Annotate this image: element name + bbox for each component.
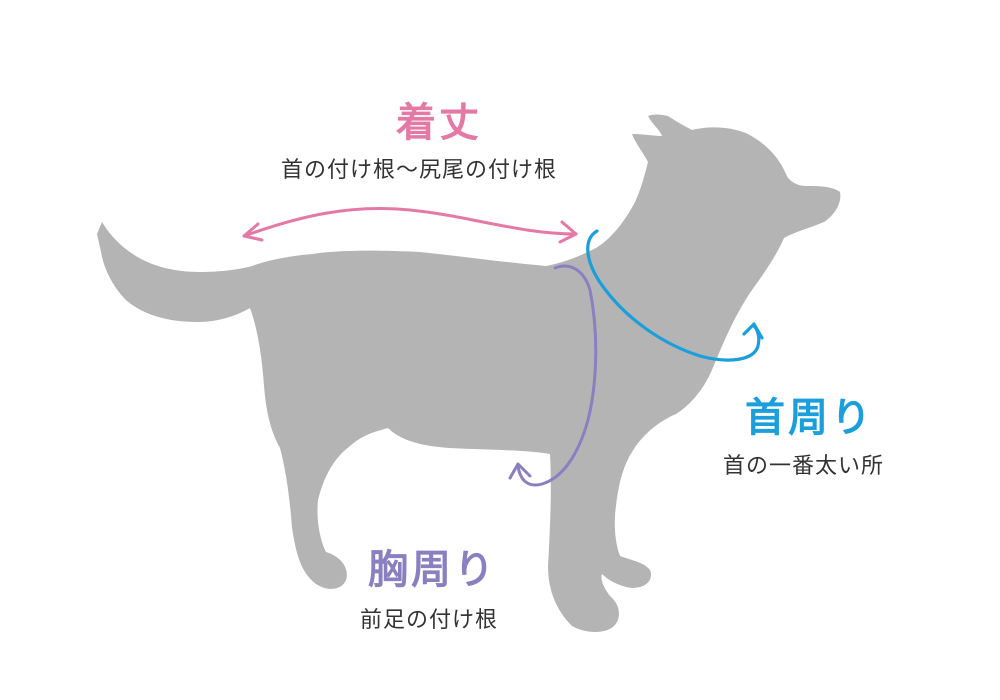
length-arrow-line — [242, 207, 578, 238]
chest-title: 胸周り — [368, 547, 497, 593]
neck-arrowhead — [742, 322, 764, 340]
chest-description: 前足の付け根 — [360, 608, 499, 633]
length-arrowhead-left — [242, 222, 264, 242]
neck-title: 首周り — [745, 395, 874, 441]
length-arrowhead-right — [558, 220, 578, 244]
dog-silhouette — [97, 114, 841, 632]
chest-circumference-line — [516, 264, 598, 487]
length-title: 着丈 — [396, 100, 482, 146]
length-description: 首の付け根～尻尾の付け根 — [281, 158, 558, 183]
neck-circumference-line — [586, 229, 761, 362]
neck-description: 首の一番太い所 — [723, 454, 885, 479]
chest-arrowhead — [508, 462, 532, 480]
